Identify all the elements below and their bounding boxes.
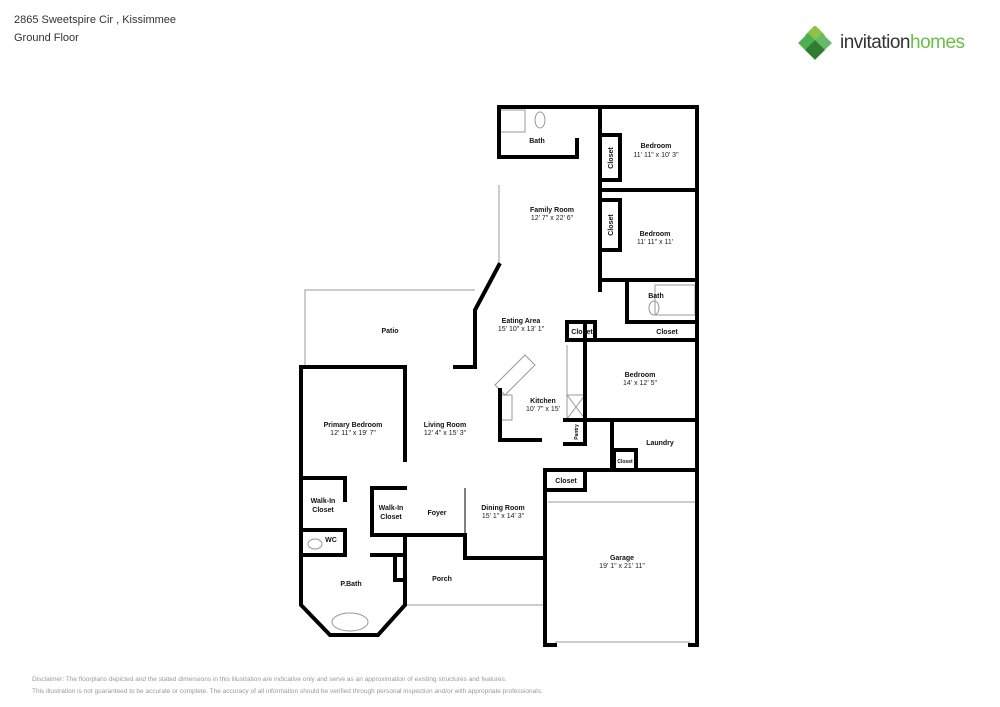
room-kitchen: Kitchen xyxy=(530,398,556,405)
room-bath-2: Bath xyxy=(648,293,664,300)
room-kitchen-dim: 10' 7" x 15' xyxy=(526,406,560,413)
room-closet-garage: Closet xyxy=(555,478,577,485)
room-garage-dim: 19' 1" x 21' 11" xyxy=(599,563,645,570)
room-labels: Bath Bedroom 11' 11" x 10' 3" Closet Bed… xyxy=(311,138,679,588)
room-walkin-1: Walk-In xyxy=(311,498,336,505)
room-closet-eating: Closet xyxy=(571,329,593,336)
logo-text-homes: homes xyxy=(910,32,965,53)
room-living-dim: 12' 4" x 15' 3" xyxy=(424,430,467,437)
walls xyxy=(299,105,699,647)
room-eating-area: Eating Area xyxy=(502,318,541,325)
property-address: 2865 Sweetspire Cir , Kissimmee xyxy=(14,14,177,26)
room-patio: Patio xyxy=(381,328,398,335)
room-porch: Porch xyxy=(432,576,452,583)
room-pbath: P.Bath xyxy=(340,581,361,588)
disclaimer-line-1: Disclaimer: The floorplans depicted and … xyxy=(32,676,507,683)
room-walkin-2-closet: Closet xyxy=(380,514,402,521)
room-walkin-1-closet: Closet xyxy=(312,507,334,514)
room-closet-pbath: Closet xyxy=(403,561,408,575)
room-family-dim: 12' 7" x 22' 6" xyxy=(531,215,574,222)
room-wc: WC xyxy=(325,537,337,544)
room-family: Family Room xyxy=(530,207,574,214)
room-living: Living Room xyxy=(424,422,466,429)
room-walkin-2: Walk-In xyxy=(379,505,404,512)
room-dining: Dining Room xyxy=(481,505,525,512)
room-closet-b1: Closet xyxy=(608,147,615,169)
room-bedroom-3: Bedroom xyxy=(625,372,656,379)
room-bedroom-2: Bedroom xyxy=(640,231,671,238)
logo-mark-icon xyxy=(798,26,832,60)
room-bedroom-1-dim: 11' 11" x 10' 3" xyxy=(633,152,679,159)
room-dining-dim: 15' 1" x 14' 3" xyxy=(482,513,525,520)
room-bedroom-1: Bedroom xyxy=(641,143,672,150)
room-laundry: Laundry xyxy=(646,440,674,447)
disclaimer-line-2: This illustration is not guaranteed to b… xyxy=(32,688,543,695)
room-primary-bedroom: Primary Bedroom xyxy=(324,422,383,429)
room-bedroom-2-dim: 11' 11" x 11' xyxy=(637,239,673,246)
room-eating-area-dim: 15' 10" x 13' 1" xyxy=(498,326,545,333)
company-logo: invitationhomes xyxy=(798,26,965,60)
room-closet-laundry: Closet xyxy=(617,459,633,465)
room-pantry: Pantry xyxy=(574,424,580,440)
room-bedroom-3-dim: 14' x 12' 5" xyxy=(623,380,657,387)
floor-label: Ground Floor xyxy=(14,32,79,44)
room-bath-top: Bath xyxy=(529,138,545,145)
room-garage: Garage xyxy=(610,555,634,562)
logo-text-invitation: invitation xyxy=(840,32,911,53)
room-closet-right: Closet xyxy=(656,329,678,336)
room-foyer: Foyer xyxy=(427,510,446,517)
room-primary-bedroom-dim: 12' 11" x 19' 7" xyxy=(330,430,376,437)
room-closet-b2: Closet xyxy=(608,214,615,236)
